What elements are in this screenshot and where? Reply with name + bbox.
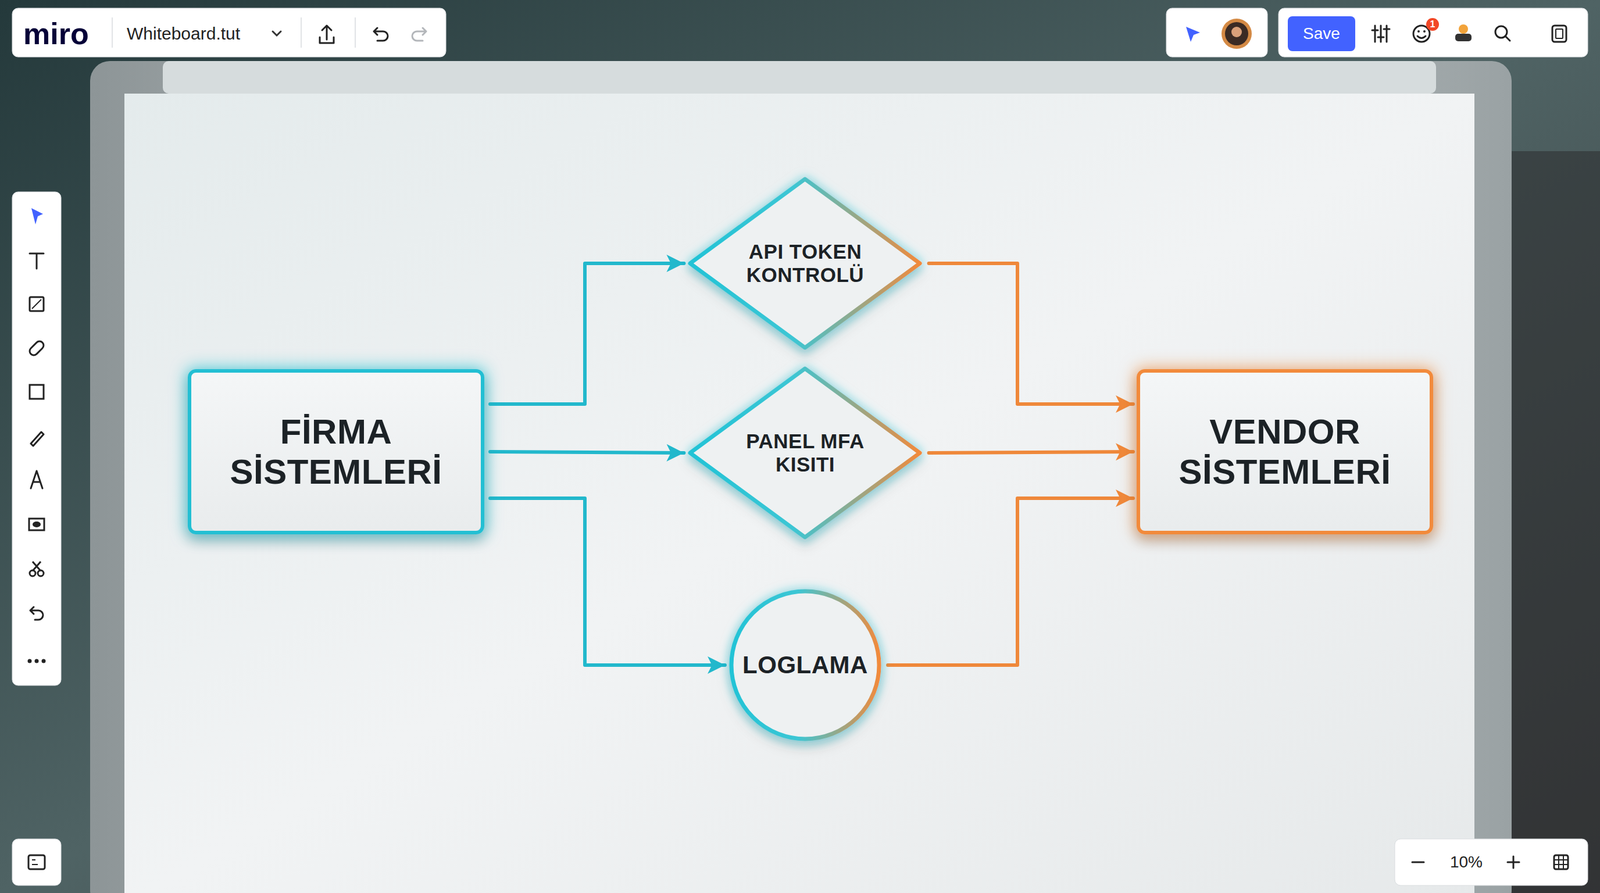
left-toolbar-part [31, 299, 42, 309]
left-toolbar-part [27, 339, 46, 357]
top-right-toolbar-part [1423, 30, 1426, 33]
node-label: VENDOR SİSTEMLERİ [1156, 411, 1413, 492]
top-left-toolbar [12, 8, 446, 57]
board-top-rail [162, 61, 1437, 94]
top-right-toolbar-part [1552, 25, 1567, 42]
decision-diamond: PANEL MFA KISITI [687, 365, 923, 541]
left-toolbar-part [12, 191, 62, 686]
diamond-shape [690, 368, 920, 538]
diamond-shape [690, 179, 920, 348]
left-toolbar-part [29, 570, 36, 577]
board-name-text: Whiteboard.tut [126, 23, 241, 44]
system-box: FİRMA SİSTEMLERİ [187, 369, 485, 535]
collaborator-panel [1166, 8, 1268, 57]
zoom-panel-part [1394, 838, 1588, 886]
zoom-panel-part [1554, 855, 1569, 870]
zoom-panel-part [1507, 856, 1520, 869]
circle-shape [731, 591, 880, 739]
zoom-level-text: 10% [1450, 852, 1483, 872]
app-logo: miro [23, 13, 111, 54]
left-toolbar-part [34, 659, 39, 664]
collaborator-panel-part [1221, 18, 1252, 49]
board-name: Whiteboard.tut [126, 13, 267, 54]
top-right-toolbar-part [1417, 30, 1420, 33]
left-toolbar-part [27, 659, 32, 664]
collaborator-panel-part [1231, 26, 1242, 38]
flow-arrow [490, 451, 684, 453]
notification-count-text: 1 [1430, 19, 1436, 30]
top-left-toolbar-part [354, 17, 356, 48]
top-left-toolbar-part [373, 27, 388, 41]
top-right-toolbar-part [1505, 36, 1510, 41]
system-box: VENDOR SİSTEMLERİ [1136, 369, 1434, 535]
bottom-left-button-part [12, 838, 62, 886]
bottom-left-button-part [28, 855, 45, 870]
app-logo-text: miro [23, 16, 89, 52]
save-button [1287, 16, 1356, 52]
flow-arrow [929, 451, 1134, 453]
top-right-toolbar-part [1455, 33, 1472, 42]
top-right-toolbar-part [1372, 25, 1390, 42]
flow-arrow [929, 263, 1134, 405]
left-toolbar-part [37, 570, 44, 577]
top-right-toolbar-part [1413, 25, 1430, 42]
save-button-label-text: Save [1302, 24, 1341, 44]
zoom-panel [1394, 838, 1588, 886]
node-label: PANEL MFA KISITI [735, 429, 875, 477]
board-surface [124, 93, 1475, 893]
top-left-toolbar-part [12, 8, 446, 57]
left-toolbar-part [30, 470, 43, 489]
left-toolbar-part [29, 297, 44, 312]
notification-badge [1426, 18, 1439, 31]
top-left-toolbar-part [111, 17, 113, 48]
top-left-toolbar-part [319, 25, 334, 44]
collaborator-panel-part [1225, 22, 1249, 46]
process-circle: LOGLAMA [728, 588, 882, 742]
decision-diamond: API TOKEN KONTROLÜ [687, 176, 923, 351]
collaborator-panel-part [1166, 8, 1268, 57]
node-label: API TOKEN KONTROLÜ [735, 240, 875, 288]
zoom-panel-part [1554, 855, 1569, 870]
flow-arrow [490, 263, 684, 405]
left-toolbar-part [31, 208, 44, 225]
node-label: LOGLAMA [742, 651, 869, 680]
left-toolbar [12, 191, 62, 686]
left-toolbar-part [41, 659, 46, 664]
top-right-toolbar-part [1417, 36, 1426, 39]
left-toolbar-part [32, 561, 41, 571]
bottom-left-button-part [31, 859, 38, 865]
notification-count: 1 [1426, 18, 1439, 31]
top-right-toolbar-part [1458, 24, 1469, 34]
flow-arrow [490, 498, 725, 666]
flow-arrow [887, 498, 1134, 666]
top-right-toolbar [1278, 8, 1588, 57]
left-toolbar-part [29, 253, 44, 269]
collaborator-panel-part [1186, 26, 1200, 42]
top-left-toolbar-part [412, 27, 427, 41]
left-toolbar-part [32, 521, 41, 528]
save-button-label: Save [1287, 16, 1356, 52]
bottom-left-button [12, 838, 62, 886]
board-frame [90, 61, 1512, 893]
node-label: FİRMA SİSTEMLERİ [208, 411, 464, 492]
left-toolbar-part [30, 606, 44, 620]
left-toolbar-part [29, 384, 44, 399]
top-right-toolbar-part [1555, 29, 1563, 39]
zoom-level: 10% [1436, 844, 1497, 880]
left-toolbar-part [29, 518, 45, 531]
top-left-toolbar-part [300, 17, 302, 48]
left-toolbar-part [30, 431, 44, 446]
top-left-toolbar-part [272, 31, 281, 36]
top-right-toolbar-part [1278, 8, 1588, 57]
zoom-panel-part [1412, 861, 1424, 864]
